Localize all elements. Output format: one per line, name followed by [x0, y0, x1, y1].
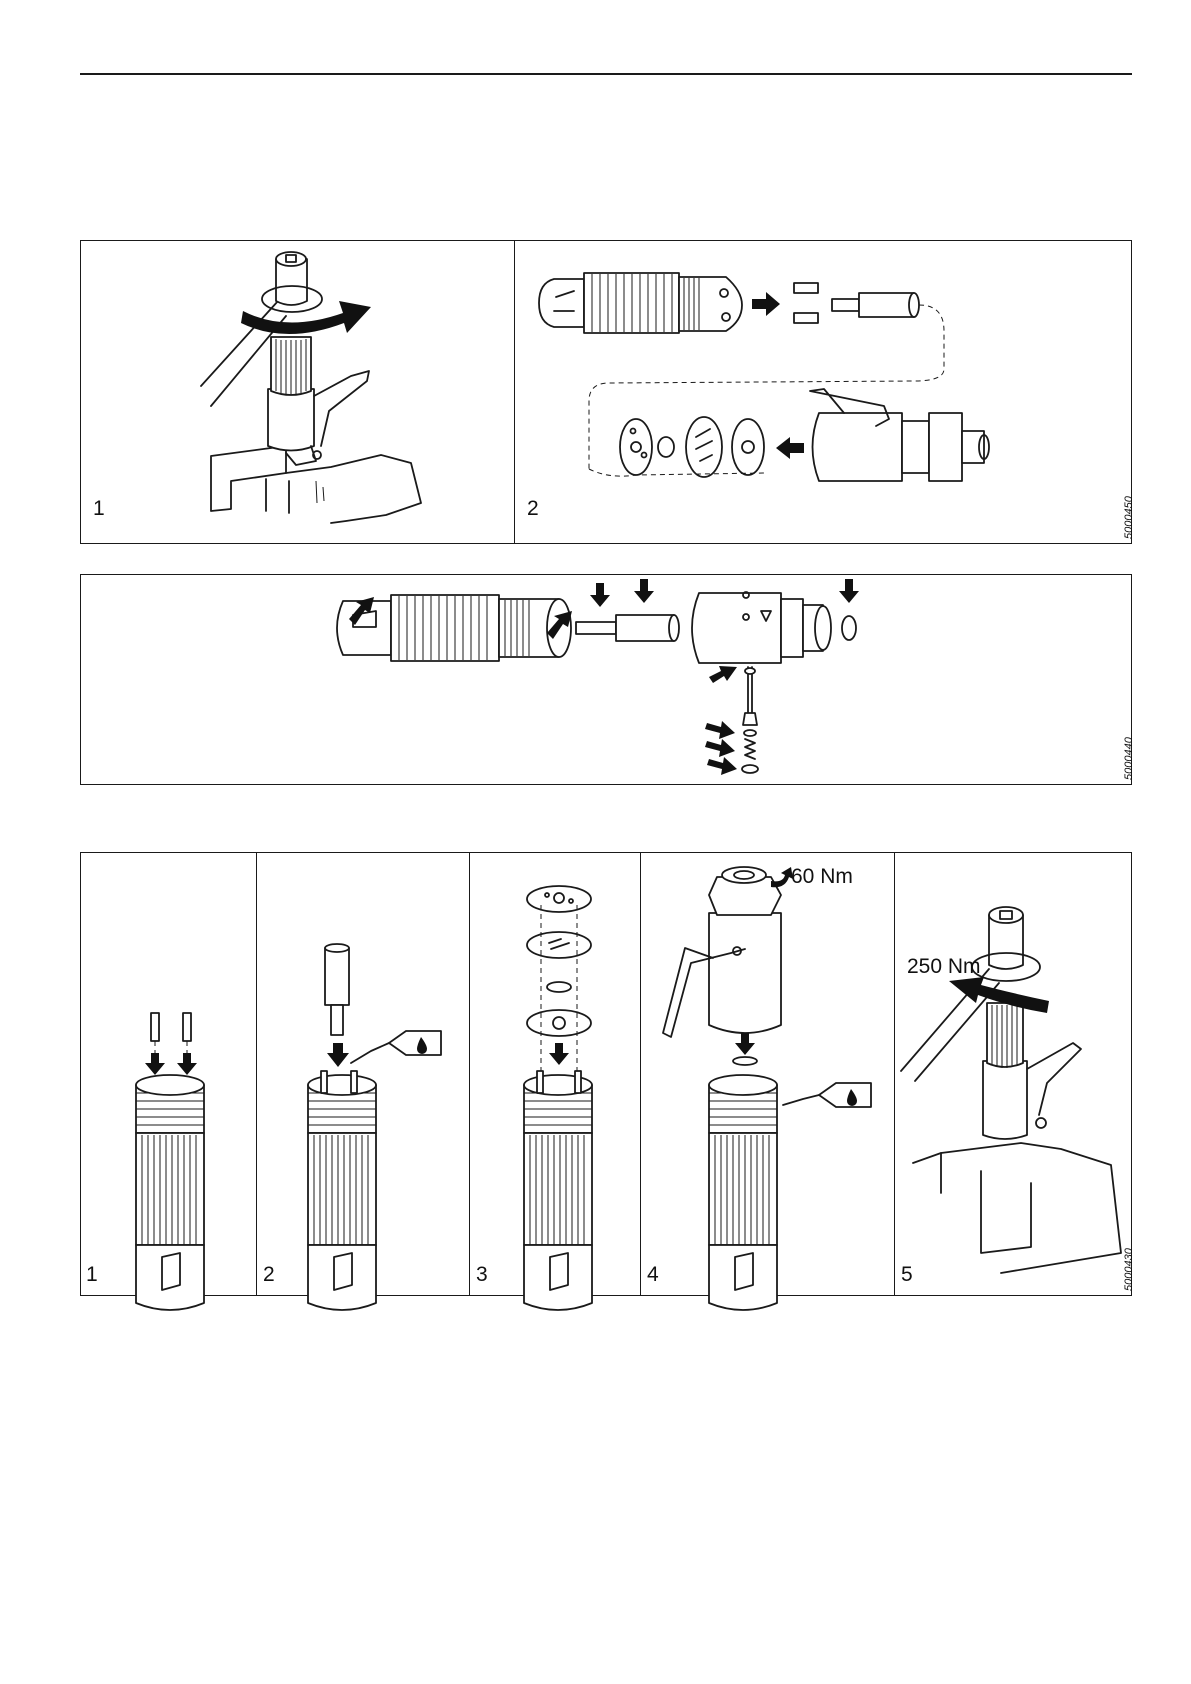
push-arrow-icon [705, 739, 735, 757]
oil-can-icon [819, 1083, 871, 1107]
torque-arrow-icon [771, 867, 793, 887]
push-arrow-icon [752, 292, 780, 316]
push-arrow-icon [634, 579, 654, 603]
figure-code: 5000430 [1123, 1248, 1135, 1291]
panel-number: 2 [263, 1264, 275, 1285]
panel-number: 2 [527, 498, 539, 519]
illustration-remove-body-wrench [81, 241, 514, 545]
push-arrow-icon [177, 1053, 197, 1075]
panel-number: 1 [86, 1264, 98, 1285]
torque-label-60: 60 Nm [791, 865, 853, 889]
push-arrow-icon [735, 1033, 755, 1055]
oil-can-icon [389, 1031, 441, 1055]
push-arrow-icon [709, 666, 737, 683]
rotate-arrow-icon [241, 301, 371, 334]
push-arrow-icon [590, 583, 610, 607]
push-arrow-icon [549, 1043, 569, 1065]
figure-top: 1 2 5000450 [80, 240, 1132, 544]
push-arrow-icon [145, 1053, 165, 1075]
figure-code: 5000450 [1123, 496, 1135, 539]
panel-number: 5 [901, 1264, 913, 1285]
push-arrow-icon [705, 721, 735, 739]
torque-label-250: 250 Nm [907, 955, 981, 979]
illustration-exploded-parts [514, 241, 1133, 545]
push-arrow-icon [839, 579, 859, 603]
panel-number: 3 [476, 1264, 488, 1285]
figure-code: 5000440 [1123, 737, 1135, 780]
figure-bottom: 1 2 3 4 5 60 Nm 250 Nm 5000430 [80, 852, 1132, 1296]
illustration-assembly-steps [81, 853, 1133, 1297]
panel-number: 4 [647, 1264, 659, 1285]
panel-number: 1 [93, 498, 105, 519]
push-arrow-icon [707, 757, 737, 775]
header-rule [80, 73, 1132, 75]
push-arrow-icon [327, 1043, 349, 1067]
figure-middle: 5000440 [80, 574, 1132, 785]
illustration-assembly-overview [81, 575, 1133, 786]
push-arrow-icon [776, 437, 804, 459]
